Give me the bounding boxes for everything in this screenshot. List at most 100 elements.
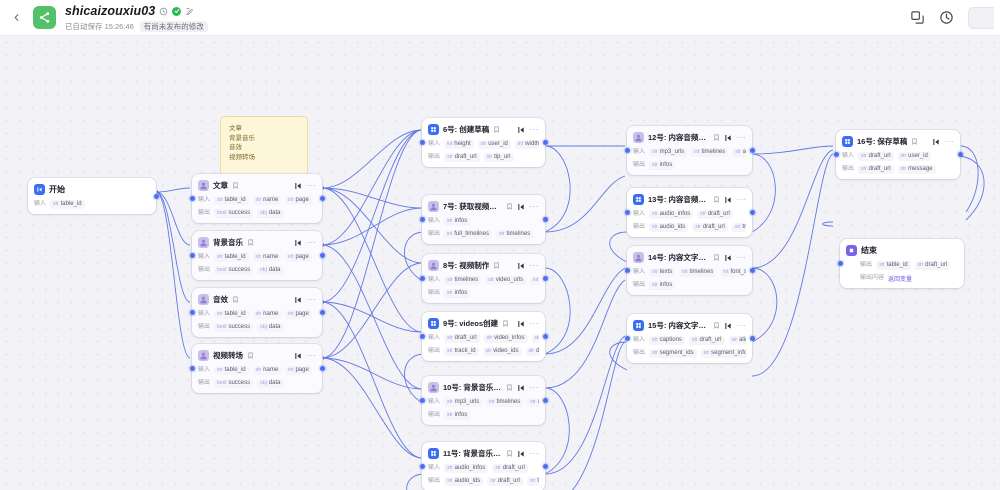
output-port[interactable] bbox=[319, 366, 325, 371]
output-port[interactable] bbox=[542, 464, 548, 469]
run-node-icon[interactable] bbox=[724, 322, 732, 330]
input-port[interactable] bbox=[189, 366, 195, 371]
run-node-icon[interactable] bbox=[517, 450, 525, 458]
node-menu-icon[interactable]: ··· bbox=[529, 318, 539, 328]
node-start[interactable]: 开始 输入 str table_id bbox=[28, 178, 159, 214]
output-port[interactable] bbox=[749, 336, 755, 341]
node-menu-icon[interactable]: ··· bbox=[736, 320, 746, 330]
run-node-icon[interactable] bbox=[294, 182, 302, 190]
run-node-icon[interactable] bbox=[932, 138, 940, 146]
node-menu-icon[interactable]: ··· bbox=[529, 124, 539, 134]
duplicate-icon[interactable] bbox=[910, 10, 925, 25]
run-node-icon[interactable] bbox=[294, 296, 302, 304]
node-menu-icon[interactable]: ··· bbox=[529, 382, 539, 392]
run-node-icon[interactable] bbox=[724, 254, 732, 262]
input-port[interactable] bbox=[624, 148, 630, 153]
output-port[interactable] bbox=[542, 334, 548, 339]
output-port[interactable] bbox=[542, 140, 548, 145]
output-port[interactable] bbox=[542, 398, 548, 403]
port-chip[interactable]: str table_id bbox=[50, 200, 85, 209]
clock-icon[interactable] bbox=[159, 7, 168, 16]
node-menu-icon[interactable]: ··· bbox=[306, 294, 316, 304]
output-port[interactable] bbox=[542, 217, 548, 222]
run-node-icon[interactable] bbox=[517, 384, 525, 392]
node-menu-icon[interactable]: ··· bbox=[306, 350, 316, 360]
port-chip[interactable]: stralignment bbox=[728, 336, 746, 345]
input-port[interactable] bbox=[419, 217, 425, 222]
edit-square-icon[interactable] bbox=[185, 7, 194, 16]
input-port[interactable] bbox=[624, 336, 630, 341]
output-port[interactable] bbox=[749, 210, 755, 215]
run-node-icon[interactable] bbox=[517, 126, 525, 134]
workflow-canvas[interactable]: 文章 背景音乐 音效 视频转场 开始 输入 str table_id bbox=[0, 36, 1000, 490]
node-menu-icon[interactable]: ··· bbox=[736, 194, 746, 204]
node-menu-icon[interactable]: ··· bbox=[736, 252, 746, 262]
run-node-icon[interactable] bbox=[294, 352, 302, 360]
sticky-note[interactable]: 文章 背景音乐 音效 视频转场 bbox=[220, 116, 308, 178]
port-chip[interactable]: str draft_url bbox=[914, 261, 951, 270]
input-port[interactable] bbox=[189, 253, 195, 258]
publish-button[interactable] bbox=[968, 6, 994, 29]
node-n3[interactable]: 音效···输入strtable_idstrnameintpageintpage_… bbox=[189, 288, 325, 337]
output-port[interactable] bbox=[749, 268, 755, 273]
input-port[interactable] bbox=[419, 398, 425, 403]
input-port[interactable] bbox=[419, 276, 425, 281]
input-port[interactable] bbox=[837, 261, 843, 266]
input-port[interactable] bbox=[419, 140, 425, 145]
output-port[interactable] bbox=[319, 310, 325, 315]
run-node-icon[interactable] bbox=[294, 239, 302, 247]
input-port[interactable] bbox=[189, 310, 195, 315]
